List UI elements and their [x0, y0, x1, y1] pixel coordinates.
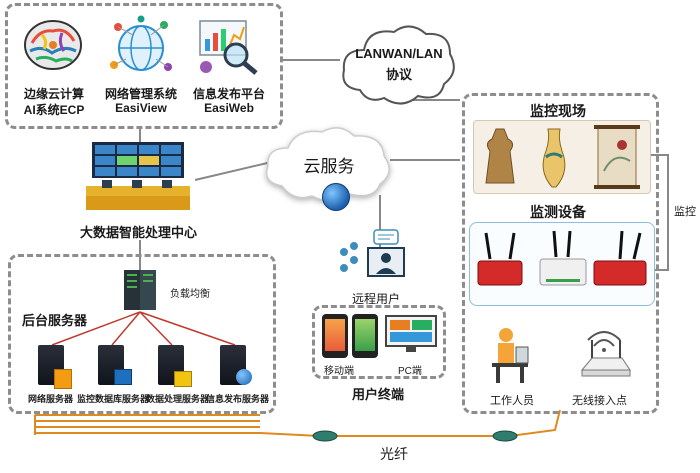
server-label-monitor-db: 监控数据库服务器: [77, 394, 150, 404]
monitoring-devices-panel: [469, 222, 655, 306]
terminal-box: [312, 305, 446, 379]
data-processing-server-icon: [156, 345, 192, 389]
load-balance-label: 负载均衡: [170, 289, 210, 300]
network-server-icon: [36, 345, 72, 389]
app-ecp-line2: AI系统ECP: [23, 103, 85, 117]
brain-icon: [22, 15, 84, 77]
load-balancer-icon: [120, 268, 160, 312]
staff-icon: [488, 325, 532, 385]
app-easiweb-line1: 信息发布平台: [192, 87, 265, 101]
app-ecp-line1: 边缘云计算: [23, 87, 84, 101]
monitor-link-label: 监控: [674, 206, 696, 218]
wireless-label: 无线接入点: [572, 395, 627, 407]
remote-user-label: 远程用户: [352, 292, 401, 306]
server-label-data-processing: 数据处理服务器: [146, 394, 210, 404]
remote-user-icon: [334, 226, 410, 286]
server-label-info-publish: 信息发布服务器: [206, 394, 270, 404]
pc-monitor-icon: [384, 314, 438, 354]
monitor-site-title: 监控现场: [530, 103, 586, 119]
monitor-device-title: 监测设备: [530, 204, 586, 220]
lan-cloud-line1: LANWAN/LAN: [355, 46, 443, 61]
monitor-db-server-icon: [96, 345, 132, 389]
backend-title: 后台服务器: [22, 313, 88, 328]
staff-label: 工作人员: [490, 395, 534, 407]
cloud-service-label: 云服务: [303, 157, 355, 176]
monitored-artifacts-panel: [473, 120, 651, 194]
terminal-title: 用户终端: [352, 387, 405, 402]
terminal-mobile-label: 移动端: [324, 366, 354, 377]
wireless-ap-icon: [574, 320, 634, 382]
lan-cloud: [338, 20, 460, 112]
lan-cloud-line2: 协议: [385, 67, 412, 82]
tablet-icon: [352, 314, 378, 358]
fiber-label: 光纤: [380, 446, 408, 462]
app-easiweb-line2: EasiWeb: [204, 101, 254, 115]
info-publish-server-icon: [218, 345, 254, 389]
top-apps-box: [5, 3, 283, 129]
app-easiview-line1: 网络管理系统: [104, 87, 177, 101]
mobile-phone-icon: [322, 314, 348, 358]
terminal-pc-label: PC端: [398, 366, 422, 377]
monitoring-box: [462, 93, 659, 414]
network-globe-icon: [108, 15, 174, 77]
globe-icon: [322, 183, 350, 211]
app-easiview-line2: EasiView: [115, 101, 167, 115]
analytics-magnifier-icon: [196, 15, 262, 77]
server-label-network: 网络服务器: [28, 394, 74, 404]
datacenter-screens-icon: [84, 140, 192, 216]
datacenter-label: 大数据智能处理中心: [80, 225, 198, 240]
backend-box: [8, 254, 276, 414]
